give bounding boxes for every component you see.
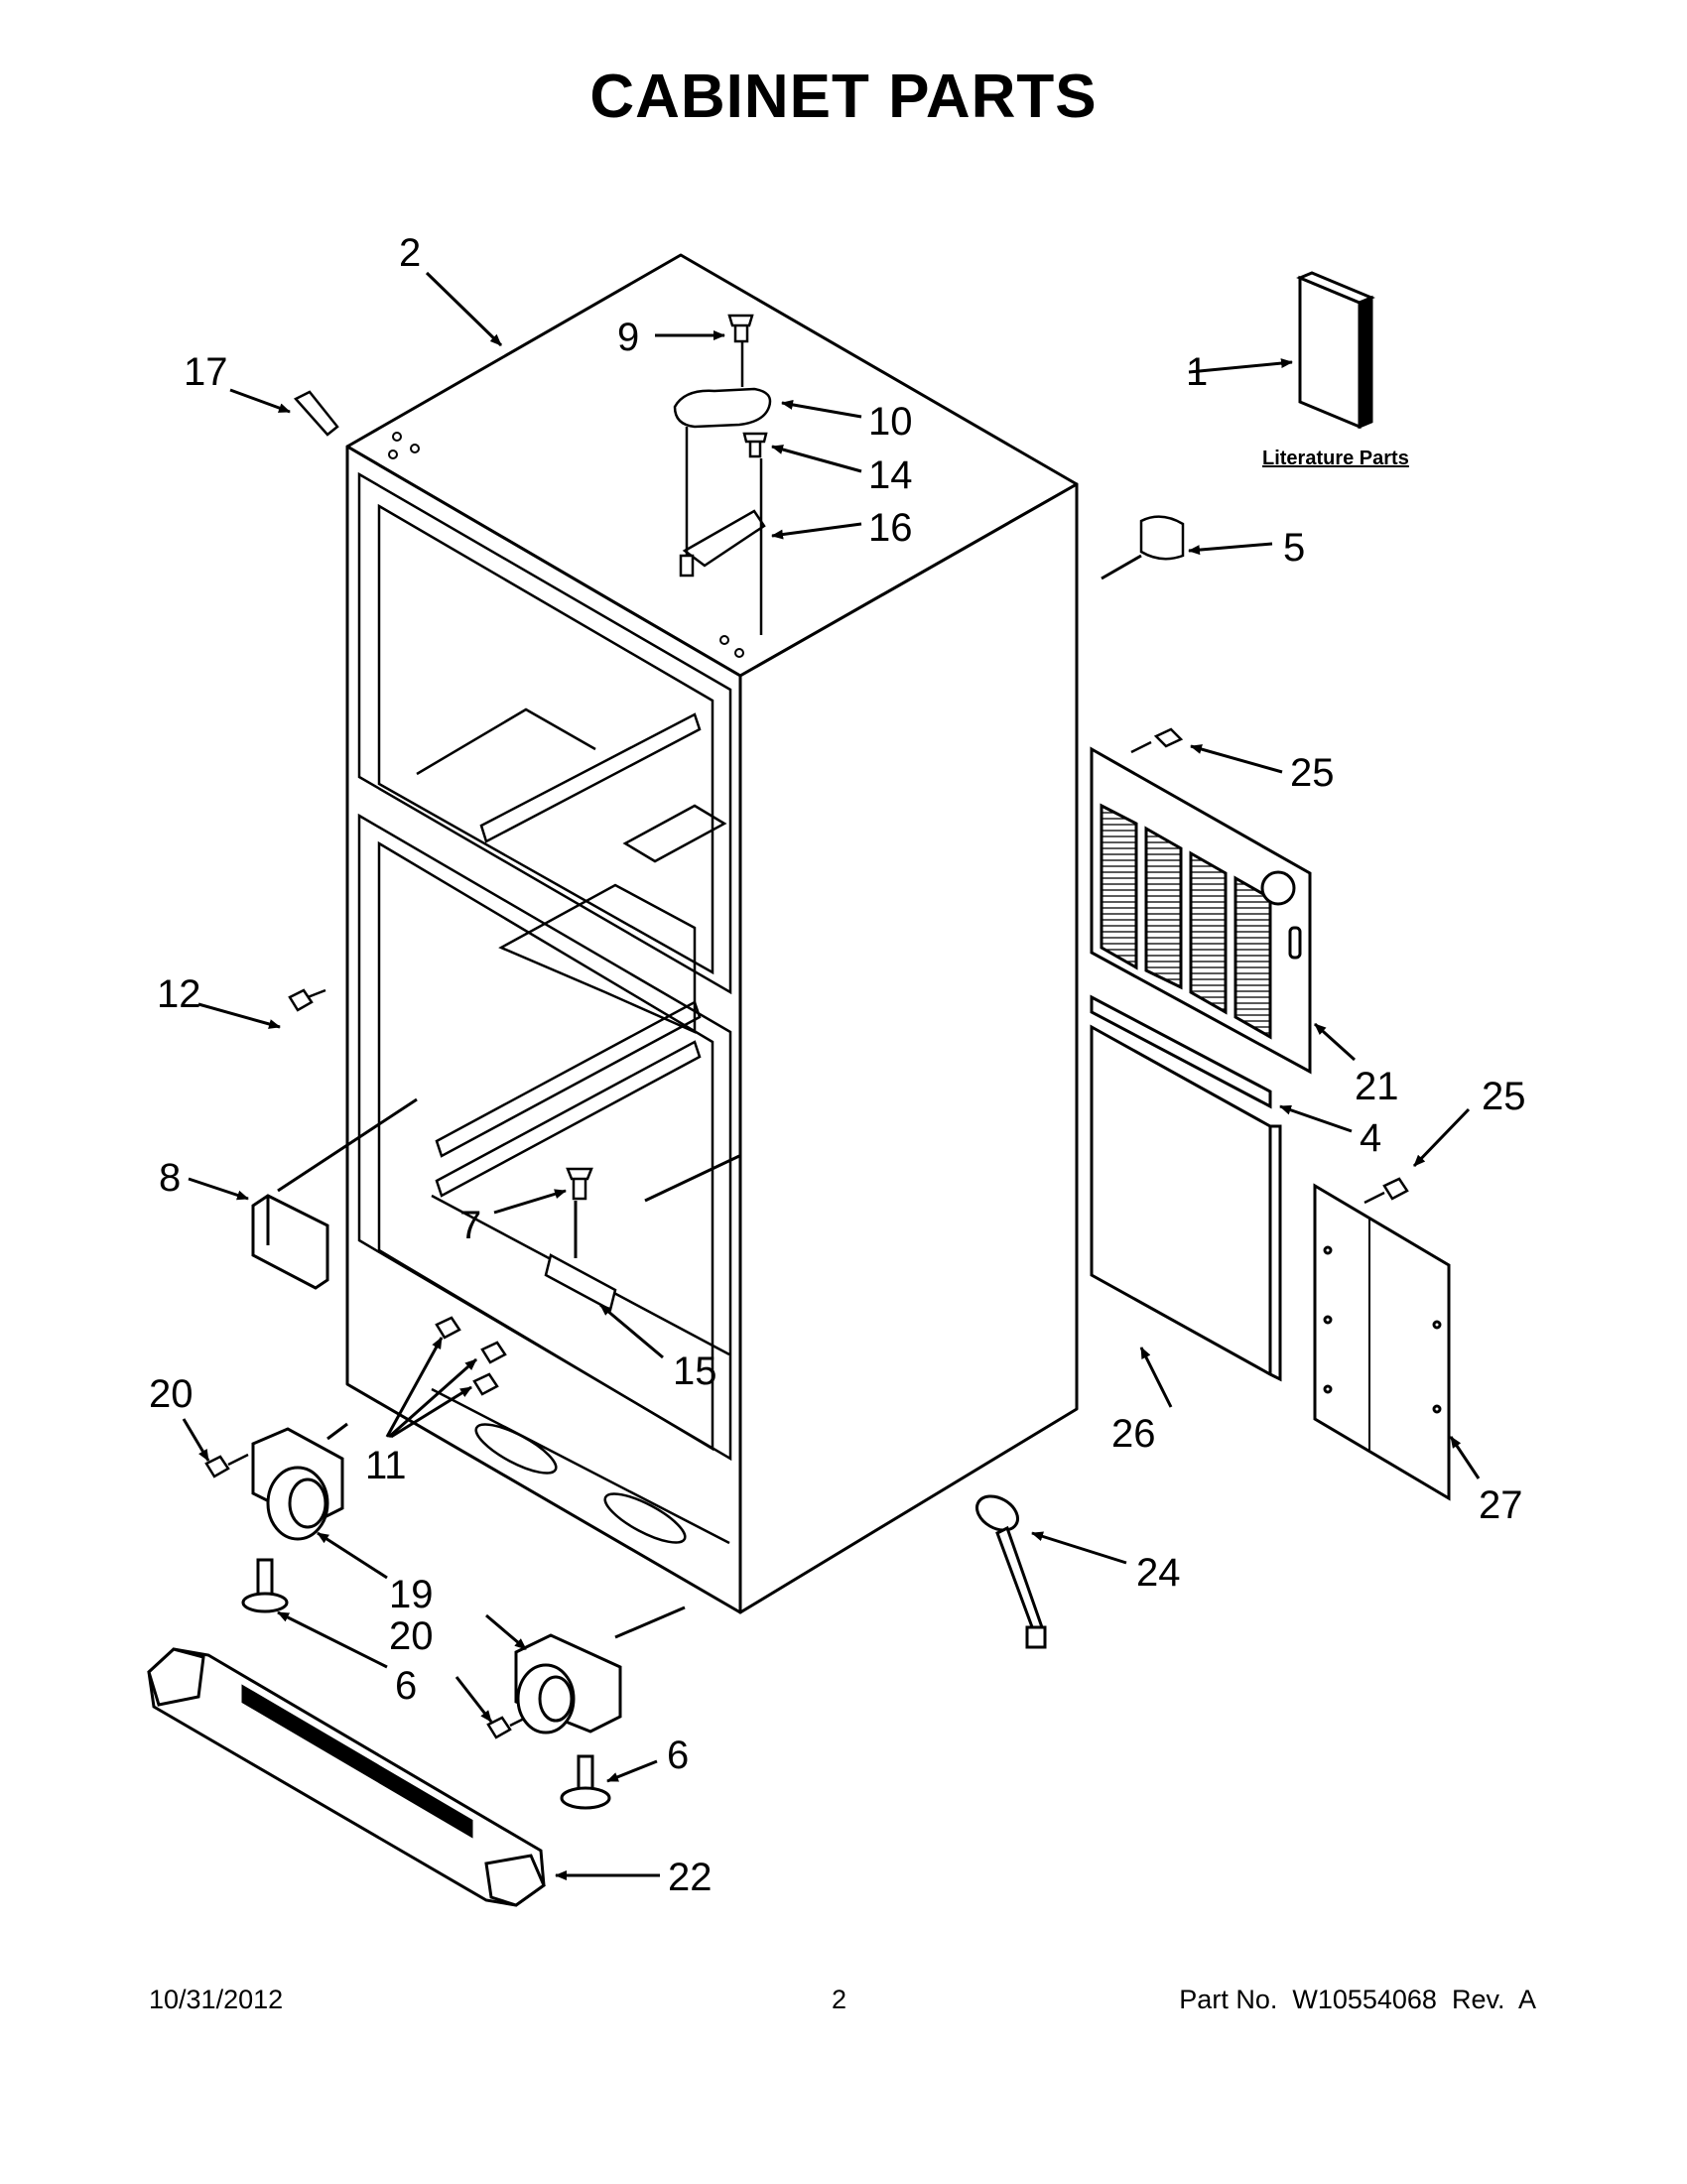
roller-right	[514, 1633, 622, 1734]
callout-16: 16	[868, 506, 913, 550]
page-title: CABINET PARTS	[589, 63, 1098, 131]
leader-lines	[182, 271, 1481, 1880]
callout-11: 11	[365, 1444, 407, 1487]
callout-25b: 25	[1482, 1075, 1526, 1118]
callout-4: 4	[1360, 1116, 1381, 1160]
leveling-legs	[241, 1558, 611, 1810]
callout-1: 1	[1186, 350, 1208, 394]
literature-label: Literature Parts	[1262, 448, 1409, 469]
callout-2: 2	[399, 231, 421, 275]
callout-20a: 20	[149, 1372, 194, 1416]
callout-25a: 25	[1290, 751, 1335, 795]
callout-5: 5	[1283, 526, 1305, 570]
callout-6b: 6	[667, 1734, 689, 1777]
callout-22: 22	[668, 1856, 713, 1899]
control-module	[251, 1194, 329, 1290]
label-tag	[1139, 515, 1185, 561]
footer-page-number: 2	[832, 1985, 847, 2014]
toe-grille	[147, 1647, 546, 1907]
access-panel	[1313, 1183, 1451, 1501]
footer-part-number: Part No. W10554068 Rev. A	[1179, 1985, 1536, 2014]
callout-labels: 1 2 4 5 6 6 7 8 9 10 11 12 14 15 16 17 1…	[149, 231, 1526, 1899]
rear-grille	[1090, 746, 1312, 1075]
callout-21: 21	[1355, 1065, 1399, 1108]
callout-17: 17	[184, 350, 228, 394]
callout-12: 12	[157, 972, 201, 1016]
callout-9: 9	[617, 316, 639, 359]
roller-left	[251, 1427, 344, 1541]
callout-20b: 20	[389, 1614, 434, 1658]
callout-8: 8	[159, 1156, 181, 1200]
hinge-assembly	[673, 314, 772, 635]
callout-19: 19	[389, 1573, 434, 1616]
callout-15: 15	[673, 1349, 717, 1393]
callout-27: 27	[1479, 1483, 1523, 1527]
screws	[204, 727, 1409, 1739]
callout-26: 26	[1111, 1412, 1156, 1456]
callout-14: 14	[868, 453, 913, 497]
callout-10: 10	[868, 400, 913, 444]
callout-7: 7	[459, 1204, 481, 1247]
footer-date: 10/31/2012	[149, 1985, 284, 2014]
seal-strip	[1090, 994, 1272, 1109]
literature-book	[1296, 271, 1375, 430]
top-holes	[388, 432, 744, 658]
insulation-pad	[1090, 1024, 1282, 1382]
water-tube	[975, 1494, 1047, 1649]
callout-6a: 6	[395, 1664, 417, 1708]
cabinet-openings	[357, 471, 732, 1545]
tape-strip	[293, 390, 339, 437]
callout-24: 24	[1136, 1551, 1181, 1595]
